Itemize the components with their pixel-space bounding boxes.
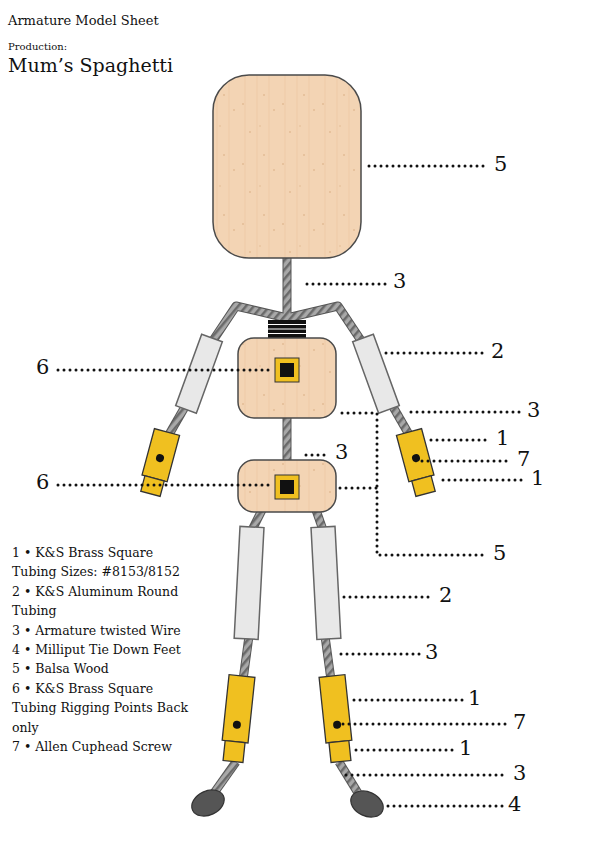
twisted-wire — [167, 256, 411, 793]
parts-list-item: 2 • K&S Aluminum Round Tubing — [12, 582, 188, 621]
callout-number: 3 — [527, 400, 540, 421]
callout-number: 3 — [425, 642, 438, 663]
callout-number: 2 — [491, 341, 504, 362]
production-name: Mum’s Spaghetti — [8, 56, 173, 75]
callout-number: 6 — [36, 472, 49, 493]
milliput-foot — [188, 785, 388, 822]
parts-list-item: 6 • K&S Brass Square Tubing Rigging Poin… — [12, 679, 188, 737]
callout-number: 3 — [335, 442, 348, 463]
callout-number: 7 — [517, 449, 530, 470]
balsa-head — [213, 75, 361, 258]
sheet-title: Armature Model Sheet — [8, 14, 159, 27]
callout-number: 5 — [493, 543, 506, 564]
balsa-hip — [238, 460, 336, 512]
callout-number: 1 — [531, 468, 544, 489]
callout-number: 6 — [36, 357, 49, 378]
parts-list-item: 7 • Allen Cuphead Screw — [12, 737, 188, 756]
parts-list-item: 1 • K&S Brass Square Tubing Sizes: #8153… — [12, 543, 188, 582]
parts-list-item: 5 • Balsa Wood — [12, 659, 188, 678]
production-label: Production: — [8, 42, 67, 52]
parts-list-item: 3 • Armature twisted Wire — [12, 621, 188, 640]
callout-number: 4 — [508, 794, 521, 815]
callout-number: 7 — [513, 712, 526, 733]
parts-list-item: 4 • Milliput Tie Down Feet — [12, 640, 188, 659]
callout-number: 1 — [459, 738, 472, 759]
callout-number: 1 — [468, 688, 481, 709]
aluminum-tube — [176, 334, 400, 639]
callout-number: 1 — [496, 428, 509, 449]
callout-number: 2 — [439, 585, 452, 606]
rigging-point — [275, 358, 299, 499]
wire-collar — [268, 320, 306, 338]
parts-list: 1 • K&S Brass Square Tubing Sizes: #8153… — [12, 543, 188, 756]
callout-number: 3 — [513, 763, 526, 784]
callout-number: 3 — [393, 271, 406, 292]
balsa-chest — [238, 338, 336, 418]
callout-number: 5 — [494, 154, 507, 175]
